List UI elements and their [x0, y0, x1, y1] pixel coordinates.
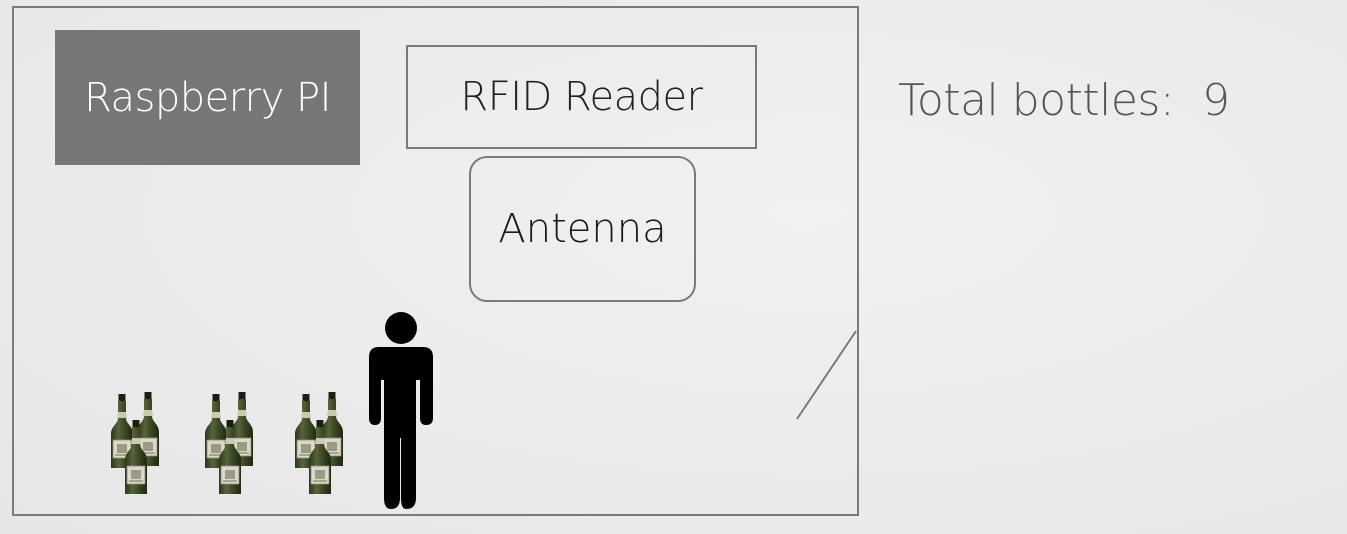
antenna-box: Antenna: [469, 156, 696, 302]
room-outline: [12, 6, 859, 516]
total-bottles-counter: Total bottles: 9: [898, 70, 1230, 130]
rfid-reader-box: RFID Reader: [406, 45, 757, 149]
bottles-group: [110, 391, 344, 495]
person-icon: [369, 312, 433, 509]
total-bottles-label: Total bottles:: [898, 74, 1175, 126]
rfid-reader-label: RFID Reader: [460, 74, 703, 120]
antenna-label: Antenna: [498, 206, 667, 252]
total-bottles-value: 9: [1202, 74, 1230, 126]
raspberry-pi-box: Raspberry PI: [55, 30, 360, 165]
raspberry-pi-label: Raspberry PI: [84, 74, 331, 121]
door-icon: [796, 330, 857, 420]
